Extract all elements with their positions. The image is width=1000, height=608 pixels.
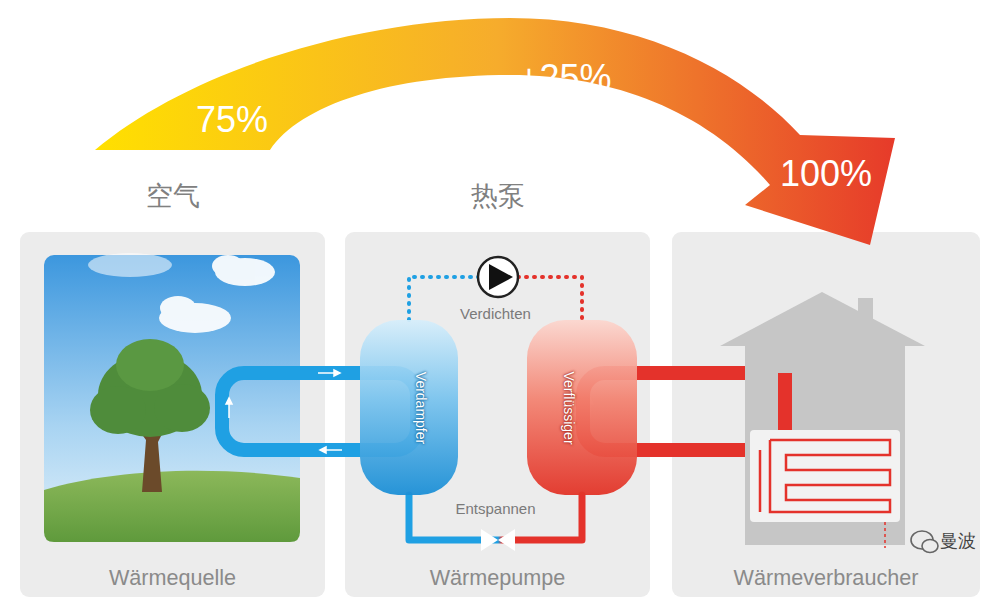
- percent-label: 75%: [196, 99, 268, 141]
- part-name: Verflüssiger: [561, 371, 577, 444]
- watermark: 曼波: [940, 529, 976, 553]
- watermark-icon: [911, 531, 938, 553]
- consumer-panel: Wärmeverbraucher: [672, 232, 980, 597]
- panel-ground: [672, 232, 980, 597]
- panel-heading: 空气: [20, 178, 325, 214]
- tree-crown: [90, 339, 210, 437]
- valve-symbol: [481, 529, 515, 551]
- panel-ground: [20, 232, 325, 597]
- edge-label: Entspannen: [455, 500, 535, 517]
- heatpump-panel: 热泵WärmepumpeVerdampferVerflüssiger: [345, 232, 650, 597]
- panel-caption: Wärmeverbraucher: [672, 565, 980, 591]
- heating-panel: [750, 430, 900, 522]
- clouds: [88, 253, 275, 333]
- drain-line: [884, 522, 886, 548]
- sky-picture: [44, 255, 300, 542]
- panel-caption: Wärmepumpe: [345, 565, 650, 591]
- panel-heading: 热泵: [345, 178, 650, 214]
- percent-label: +25%: [518, 57, 611, 99]
- heating-coil: [770, 440, 890, 512]
- condenser-tank: Verflüssiger: [527, 320, 637, 495]
- sink-pipe: [778, 373, 792, 433]
- part-name: Verdampfer: [413, 371, 429, 443]
- evaporator-tank: Verdampfer: [360, 320, 458, 495]
- source-panel: 空气Wärmequelle: [20, 232, 325, 597]
- compressor-symbol: [478, 257, 518, 297]
- percent-label: 100%: [780, 153, 872, 195]
- grass: [44, 471, 300, 542]
- edge-label: Verdichten: [460, 305, 531, 322]
- expansion-line: [409, 495, 582, 540]
- panel-caption: Wärmequelle: [20, 565, 325, 591]
- house: [720, 292, 925, 545]
- energy-arrow: [95, 18, 895, 245]
- panel-ground: [345, 232, 650, 597]
- heating-coil: [759, 450, 762, 512]
